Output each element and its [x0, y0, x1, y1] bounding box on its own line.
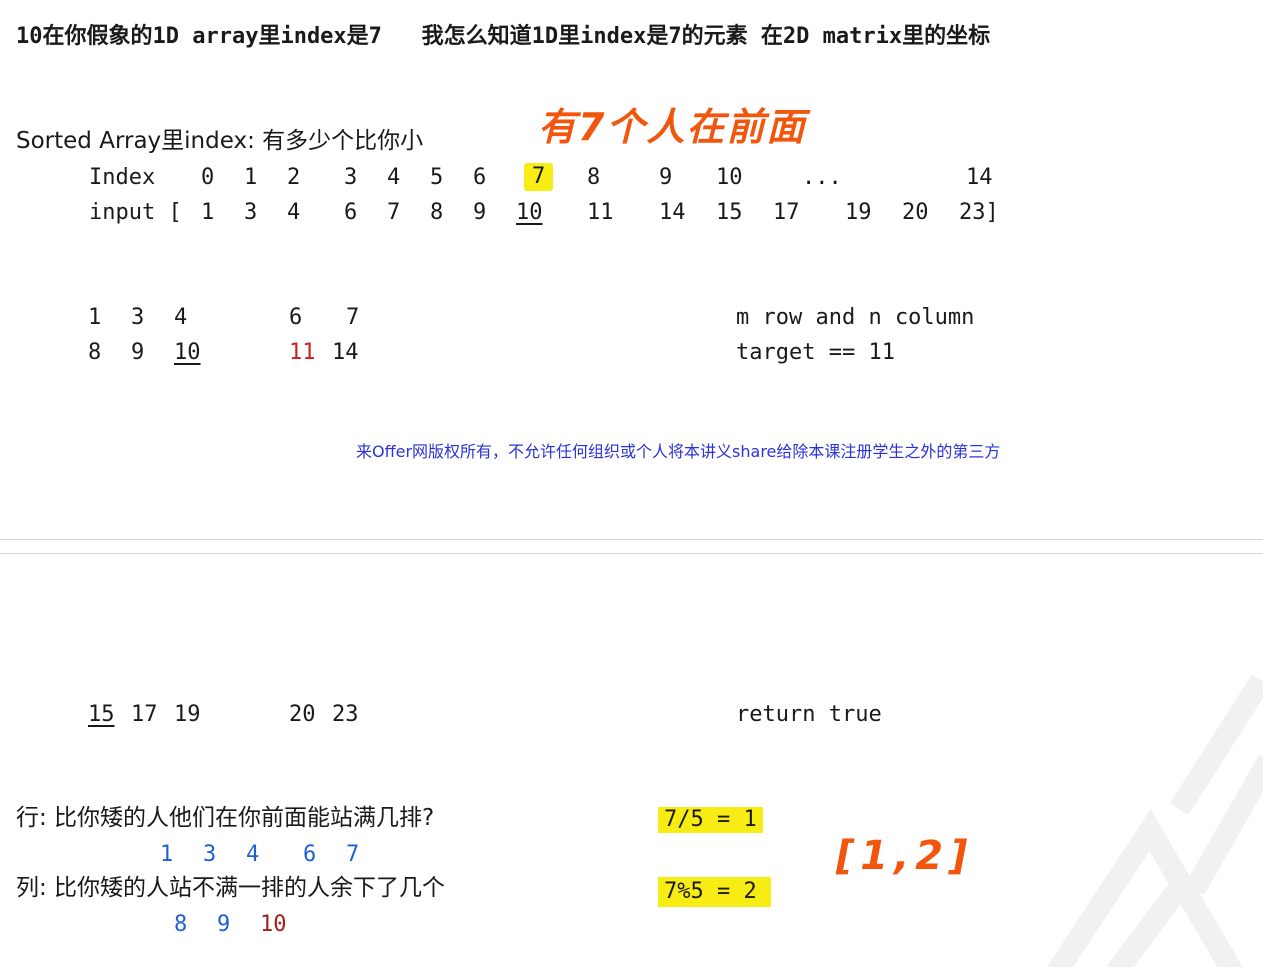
underlined-matrix-cell: 15 [88, 702, 115, 727]
section-divider [0, 539, 1263, 540]
section-divider [0, 553, 1263, 554]
matrix-cell: 6 [289, 305, 303, 330]
column-question: 列: 比你矮的人站不满一排的人余下了几个 [16, 875, 446, 901]
matrix-dimensions: m row and n column [736, 305, 975, 330]
input-value: 15 [716, 200, 743, 225]
row-example-cell: 1 [160, 842, 174, 867]
column-formula: 7%5 = 2 [658, 877, 771, 907]
input-value: 6 [344, 200, 358, 225]
matrix-cell: 3 [131, 305, 145, 330]
sorted-array-label: Sorted Array里index: 有多少个比你小 [16, 128, 424, 154]
matrix-cell: 4 [174, 305, 188, 330]
input-value: 11 [587, 200, 614, 225]
copyright-notice: 来Offer网版权所有，不允许任何组织或个人将本讲义share给除本课注册学生之… [356, 442, 1001, 461]
index-value: 14 [966, 165, 993, 190]
row-example-cell: 6 [303, 842, 317, 867]
input-value: 1 [201, 200, 215, 225]
matrix-cell: 7 [346, 305, 360, 330]
matrix-cell: 8 [88, 340, 102, 365]
index-value: 0 [201, 165, 215, 190]
return-statement: return true [736, 702, 882, 727]
index-label: Index [89, 165, 156, 190]
watermark-logo [1046, 674, 1263, 967]
row-formula: 7/5 = 1 [658, 807, 763, 833]
index-value: 1 [244, 165, 258, 190]
row-question: 行: 比你矮的人他们在你前面能站满几排? [16, 805, 435, 831]
row-example-cell: 3 [203, 842, 217, 867]
index-value: 2 [287, 165, 301, 190]
index-value: 10 [716, 165, 743, 190]
index-ellipsis: ... [802, 165, 842, 190]
row-example-cell: 7 [346, 842, 360, 867]
page-title: 10在你假象的1D array里index是7 我怎么知道1D里index是7的… [16, 24, 991, 49]
input-value: 23] [959, 200, 999, 225]
index-value: 9 [659, 165, 673, 190]
underlined-input-value: 10 [516, 200, 543, 225]
input-value: 20 [902, 200, 929, 225]
matrix-cell: 20 [289, 702, 316, 727]
input-value: 8 [430, 200, 444, 225]
matrix-cell: 9 [131, 340, 145, 365]
input-value: 7 [387, 200, 401, 225]
matrix-cell: 14 [332, 340, 359, 365]
index-value: 5 [430, 165, 444, 190]
index-value: 4 [387, 165, 401, 190]
matrix-cell: 17 [131, 702, 158, 727]
target-matrix-cell: 11 [289, 340, 316, 365]
matrix-cell: 23 [332, 702, 359, 727]
matrix-cell: 19 [174, 702, 201, 727]
column-example-cell: 9 [217, 912, 231, 937]
index-value: 6 [473, 165, 487, 190]
input-value: 3 [244, 200, 258, 225]
handwritten-coordinate: [1,2] [836, 833, 974, 879]
handwritten-note: 有7个人在前面 [538, 105, 807, 149]
row-example-cell: 4 [246, 842, 260, 867]
input-value: 9 [473, 200, 487, 225]
matrix-cell: 1 [88, 305, 102, 330]
input-value: 14 [659, 200, 686, 225]
input-label: input [ [89, 200, 182, 225]
index-value: 8 [587, 165, 601, 190]
input-value: 19 [845, 200, 872, 225]
input-value: 17 [773, 200, 800, 225]
highlighted-index: 7 [524, 163, 554, 191]
column-example-target: 10 [260, 912, 287, 937]
input-value: 4 [287, 200, 301, 225]
column-example-cell: 8 [174, 912, 188, 937]
index-value: 3 [344, 165, 358, 190]
target-value: target == 11 [736, 340, 895, 365]
underlined-matrix-cell: 10 [174, 340, 201, 365]
